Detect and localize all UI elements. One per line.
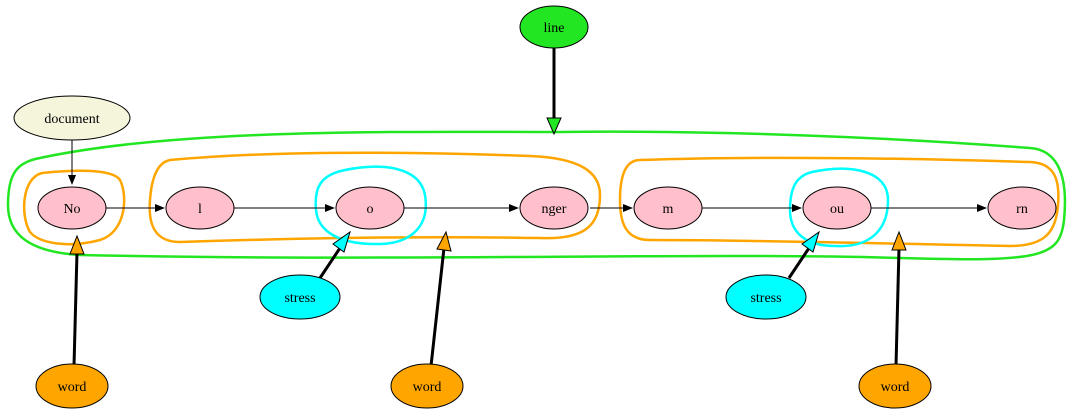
line-label: line xyxy=(544,21,565,36)
stress-label: stress xyxy=(284,291,315,306)
stress-arrowhead-2 xyxy=(801,230,820,253)
edge-word-2 xyxy=(429,247,446,367)
word-region-longer xyxy=(148,151,602,244)
segment-label: ou xyxy=(830,202,844,217)
word-arrowhead-1 xyxy=(69,234,85,255)
segment-node-rn[interactable]: rn xyxy=(987,186,1057,230)
segment-label: nger xyxy=(542,202,567,217)
edge-stress-2 xyxy=(787,247,811,279)
edge-word-1 xyxy=(72,251,79,367)
segment-node-nger[interactable]: nger xyxy=(519,186,589,230)
stress-label: stress xyxy=(750,291,781,306)
segment-label: rn xyxy=(1016,202,1028,217)
word-node-1[interactable]: word xyxy=(35,363,109,409)
stress-arrowhead-1 xyxy=(332,230,351,253)
segment-label: No xyxy=(63,202,80,217)
stress-node-2[interactable]: stress xyxy=(725,274,807,320)
document-node[interactable]: document xyxy=(13,95,131,141)
segment-node-l[interactable]: l xyxy=(165,186,235,230)
edge-word-3 xyxy=(894,247,901,367)
segment-node-no[interactable]: No xyxy=(37,186,107,230)
word-label: word xyxy=(881,380,910,395)
stress-node-1[interactable]: stress xyxy=(259,274,341,320)
document-label: document xyxy=(44,112,99,127)
word-node-3[interactable]: word xyxy=(858,363,932,409)
line-node[interactable]: line xyxy=(519,5,589,49)
word-region-mourn xyxy=(618,156,1060,248)
word-region-no xyxy=(22,169,126,246)
word-arrowhead-2 xyxy=(436,230,452,252)
segment-label: m xyxy=(663,202,674,217)
word-label: word xyxy=(413,380,442,395)
segment-node-ou[interactable]: ou xyxy=(802,186,872,230)
word-arrowhead-3 xyxy=(891,230,907,251)
word-label: word xyxy=(58,380,87,395)
segment-node-m[interactable]: m xyxy=(633,186,703,230)
segment-label: o xyxy=(367,202,374,217)
segment-node-o[interactable]: o xyxy=(335,186,405,230)
word-node-2[interactable]: word xyxy=(390,363,464,409)
stress-region-o xyxy=(314,165,428,246)
stress-region-ou xyxy=(788,167,890,248)
edge-stress-1 xyxy=(318,247,342,279)
segment-label: l xyxy=(198,202,202,217)
line-arrowhead xyxy=(546,117,562,136)
